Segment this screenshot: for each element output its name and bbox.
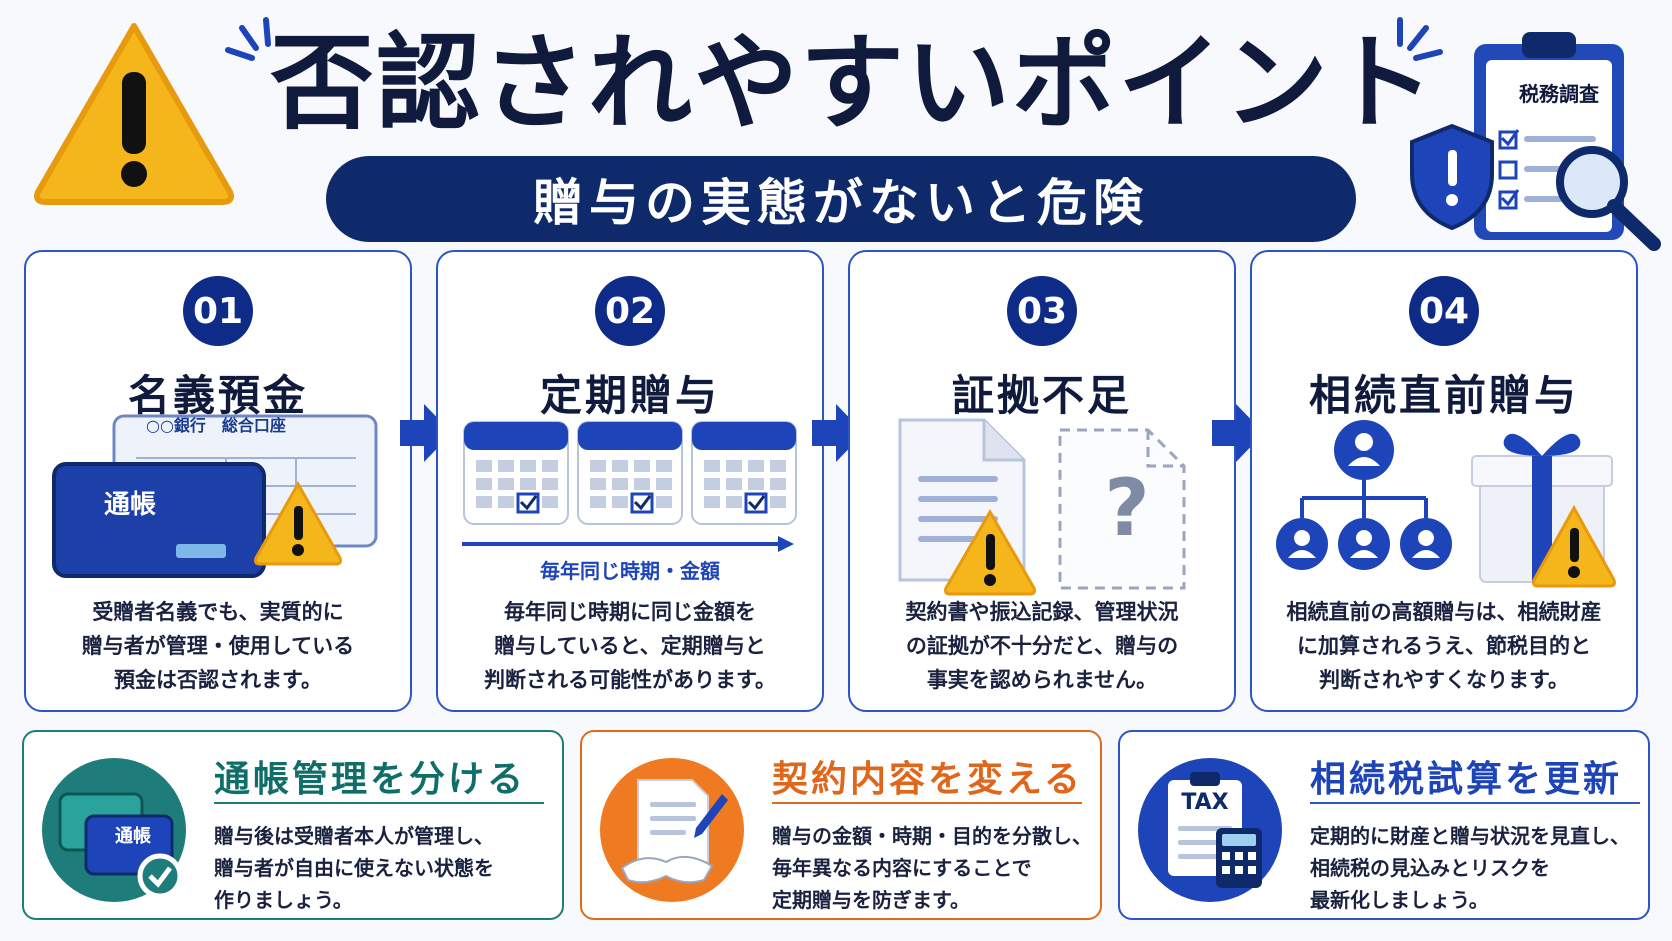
step-description: 相続直前の高額贈与は、相続財産 に加算されるうえ、節税目的と 判断されやすくなり… <box>1286 600 1602 692</box>
step-card-meigi-yokin: 01 名義預金 ○○銀行 総合口座 通帳 受贈者名義でも、実質的に 贈与者が管理… <box>24 250 412 712</box>
solution-card-contract: 契約内容を変える 贈与の金額・時期・目的を分散し、 毎年異なる内容にすることで … <box>580 730 1102 920</box>
bankbook-icon <box>42 758 186 902</box>
calculator-icon <box>1216 828 1262 888</box>
title-underline <box>772 802 1082 804</box>
solution-title: 契約内容を変える <box>772 759 1083 800</box>
step-title: 名義預金 <box>127 371 308 420</box>
tax-label: TAX <box>1181 790 1229 815</box>
bankbook-page-label: ○○銀行 総合口座 <box>146 416 286 435</box>
emphasis-lines-icon <box>225 17 271 61</box>
check-icon <box>148 866 172 888</box>
handshake-icon <box>620 855 714 884</box>
solution-title: 通帳管理を分ける <box>214 759 527 800</box>
warning-icon <box>34 23 234 205</box>
document-icon <box>898 418 1186 596</box>
clipboard-label: 税務調査 <box>1519 82 1599 106</box>
calendar-caption: 毎年同じ時期・金額 <box>540 559 720 583</box>
question-mark: ? <box>1104 464 1150 554</box>
contract-icon <box>600 758 744 902</box>
solution-card-bankbook: 通帳 通帳管理を分ける 贈与後は受贈者本人が管理し、 贈与者が自由に使えない状態… <box>22 730 564 920</box>
step-title: 定期贈与 <box>539 371 720 420</box>
question-icon <box>1058 428 1186 590</box>
subtitle-banner: 贈与の実態がないと危険 <box>326 156 1356 242</box>
solution-card-tax-estimate: TAX 相続税試算を更新 定期的に財産と贈与状況を見直し、 相続税の見込みとリス… <box>1118 730 1650 920</box>
step-title: 証拠不足 <box>951 371 1132 420</box>
shield-icon <box>1410 123 1494 231</box>
step-card-shoko-busoku: 03 証拠不足 ? 契約書や振込記録、管理状況 の証拠が不十分だと、贈与の 事実… <box>848 250 1236 712</box>
step-description: 毎年同じ時期に同じ金額を 贈与していると、定期贈与と 判断される可能性があります… <box>484 600 776 692</box>
step-description: 受贈者名義でも、実質的に 贈与者が管理・使用している 預金は否認されます。 <box>81 600 355 692</box>
step-number: 03 <box>1007 276 1077 346</box>
bankbook-cover-label: 通帳 <box>104 490 157 520</box>
title-underline <box>1310 802 1640 804</box>
calendar-icon <box>462 421 797 552</box>
solution-description: 贈与後は受贈者本人が管理し、 贈与者が自由に使えない状態を 作りましょう。 <box>214 824 494 912</box>
step-card-sozoku-chokuzen: 04 相続直前贈与 相続直前の高額贈与は、相続財産 に加算されるうえ、節税目的と… <box>1250 250 1638 712</box>
magnifier-icon <box>1556 146 1661 251</box>
page-title: 否認されやすいポイント <box>270 22 1437 144</box>
step-title: 相続直前贈与 <box>1308 371 1579 420</box>
step-description: 契約書や振込記録、管理状況 の証拠が不十分だと、贈与の 事実を認められません。 <box>905 600 1179 692</box>
solution-description: 定期的に財産と贈与状況を見直し、 相続税の見込みとリスクを 最新化しましょう。 <box>1310 824 1630 912</box>
step-card-teiki-zoyo: 02 定期贈与 毎年同じ時期・金額 毎年同じ時期に同じ金額を 贈与し <box>436 250 824 712</box>
pen-icon <box>694 794 728 838</box>
arrow-right-icon <box>812 404 864 462</box>
tax-clipboard-icon <box>1138 758 1282 902</box>
step-number: 01 <box>183 276 253 346</box>
arrow-right-icon <box>1212 404 1264 462</box>
emphasis-lines-icon <box>1397 17 1443 61</box>
solution-description: 贈与の金額・時期・目的を分散し、 毎年異なる内容にすることで 定期贈与を防ぎます… <box>772 824 1092 912</box>
arrow-right-icon <box>400 404 452 462</box>
bankbook-label: 通帳 <box>115 826 151 847</box>
solution-title: 相続税試算を更新 <box>1310 759 1623 800</box>
step-number: 04 <box>1409 276 1479 346</box>
family-tree-icon <box>1276 420 1616 588</box>
bankbook-icon <box>52 414 378 578</box>
clipboard-icon <box>1410 32 1661 251</box>
step-number: 02 <box>595 276 665 346</box>
title-underline <box>214 802 544 804</box>
